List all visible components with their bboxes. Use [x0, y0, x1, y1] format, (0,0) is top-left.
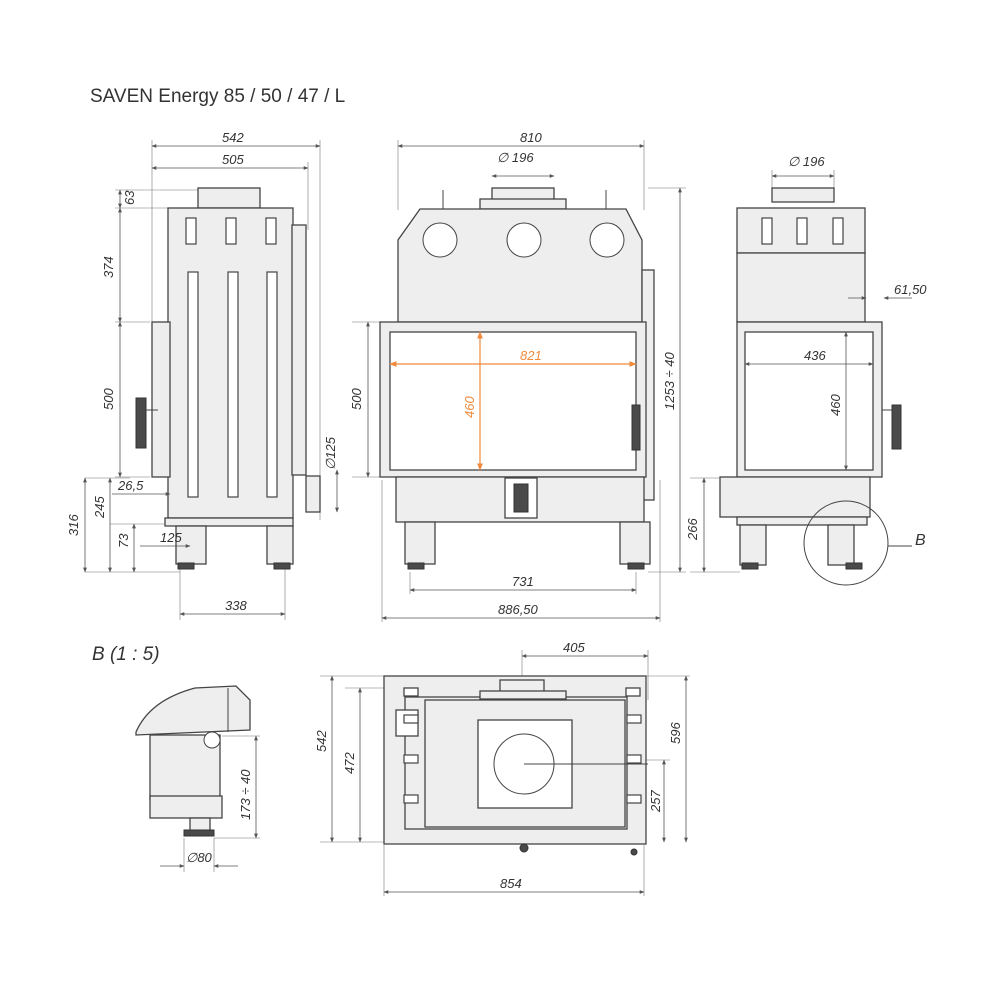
end-body: [736, 252, 866, 323]
dim-472: 472: [342, 752, 357, 774]
dim-63: 63: [122, 190, 137, 205]
dim-245: 245: [92, 496, 107, 519]
side-duct: [305, 475, 321, 513]
dim-542-side: 542: [222, 130, 244, 145]
detail-title: B (1 : 5): [92, 644, 160, 665]
side-foot-right: [266, 525, 294, 565]
front-foot-left: [404, 521, 436, 565]
dim-flue-end: ∅ 196: [788, 154, 825, 169]
end-flue-collar: [771, 187, 835, 203]
side-rear-panel: [291, 224, 307, 476]
dim-810: 810: [520, 130, 542, 145]
dim-821: 821: [520, 348, 542, 363]
dim-405: 405: [563, 640, 585, 655]
end-foot-right: [827, 524, 855, 566]
detail-hood: [135, 685, 251, 736]
dim-542-top: 542: [314, 730, 329, 752]
side-view: 542 505 63 374 500 26,5 245 316 73 125 ∅…: [66, 130, 339, 620]
dim-266: 266: [685, 518, 700, 541]
dim-257: 257: [648, 790, 663, 813]
dim-61-5: 61,50: [894, 282, 927, 297]
dim-foot-80: ∅80: [186, 850, 213, 865]
dim-26-5: 26,5: [117, 478, 144, 493]
side-flue-collar: [197, 187, 261, 209]
dim-854: 854: [500, 876, 522, 891]
top-view: 405 542 472 596 257 854: [314, 640, 690, 896]
end-handle: [891, 404, 902, 450]
dim-316: 316: [66, 514, 81, 536]
front-foot-right: [619, 521, 651, 565]
end-view: B ∅ 196 61,50 436 460 266: [685, 154, 927, 586]
top-flue-collar: [479, 690, 567, 700]
dim-73: 73: [116, 533, 131, 548]
dim-374: 374: [101, 256, 116, 278]
side-handle: [135, 397, 147, 449]
dim-436: 436: [804, 348, 826, 363]
dim-duct-125: ∅125: [323, 436, 338, 470]
front-glass: [389, 331, 637, 471]
dim-173: 173 ÷ 40: [238, 769, 253, 820]
front-flue-collar: [479, 198, 567, 210]
dim-500-front: 500: [349, 388, 364, 410]
dim-596: 596: [668, 722, 683, 744]
dim-886-5: 886,50: [498, 602, 539, 617]
detail-view-b: 173 ÷ 40 ∅80: [135, 685, 260, 872]
dim-1253: 1253 ÷ 40: [662, 351, 677, 410]
dim-505: 505: [222, 152, 244, 167]
dim-460-front: 460: [462, 396, 477, 418]
dim-338: 338: [225, 598, 247, 613]
detail-b-circle: [803, 500, 889, 586]
detail-b-marker: B: [915, 532, 926, 549]
end-foot-left: [739, 524, 767, 566]
dim-flue-front: ∅ 196: [497, 150, 534, 165]
dim-460-end: 460: [828, 394, 843, 416]
front-handle: [631, 404, 641, 451]
front-view: 810 ∅ 196 500 821 460 1253 ÷ 40 731 886,…: [349, 130, 686, 622]
dim-731: 731: [512, 574, 534, 589]
side-door-frame: [151, 321, 171, 478]
drawing-title: SAVEN Energy 85 / 50 / 47 / L: [90, 86, 346, 107]
dim-125: 125: [160, 530, 182, 545]
end-glass: [744, 331, 874, 471]
dim-500-side: 500: [101, 388, 116, 410]
